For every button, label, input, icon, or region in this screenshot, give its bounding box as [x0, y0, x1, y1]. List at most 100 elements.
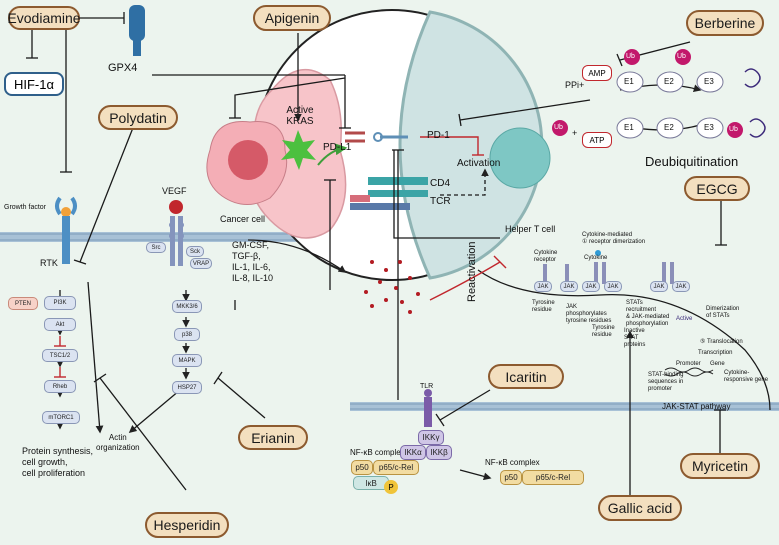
protein-synthesis-label: Protein synthesis, cell growth, cell pro… — [22, 446, 94, 478]
pten-box: PTEN — [8, 297, 38, 310]
mtorc1-box: mTORC1 — [42, 411, 80, 424]
interaction-arrows — [26, 12, 771, 495]
promoter-label: Promoter — [676, 361, 701, 367]
e3-top-label: E3 — [704, 77, 714, 86]
pi3k-box: PI3K — [44, 296, 76, 310]
ub-label-2: Ub — [677, 53, 686, 60]
ubiquitin-icon — [552, 49, 743, 138]
e2-top-label: E2 — [664, 77, 674, 86]
jak-box-6: JAK — [672, 281, 690, 292]
tlr-receptor-icon — [424, 389, 432, 427]
nanoparticle-icon — [364, 260, 420, 314]
nfkb-complex-left-label: NF-κB complex — [350, 448, 405, 457]
erianin-pill: Erianin — [238, 425, 308, 450]
dna-icon — [664, 367, 714, 377]
stat-binding-label: STAT-binding sequences in promoter — [648, 372, 684, 392]
jak-stat-pathway-label: JAK-STAT pathway — [662, 402, 731, 411]
dimerization-label: Dimerization of STATs — [706, 306, 740, 319]
deubiquitinated-protein-icon — [744, 68, 766, 138]
jak-stat-receptor-icon — [543, 262, 674, 284]
ub-label-4: Ub — [729, 126, 738, 133]
berberine-pill: Berberine — [686, 10, 764, 36]
vegf-receptor-icon — [169, 200, 184, 266]
mkk-box: MKK3/6 — [172, 300, 202, 313]
jak-box-1: JAK — [534, 281, 552, 292]
plus-sign: + — [572, 128, 578, 138]
apigenin-pill: Apigenin — [253, 5, 331, 31]
ppi-label: PPi+ — [565, 80, 585, 90]
amp-box: AMP — [582, 65, 612, 81]
jak-box-5: JAK — [650, 281, 668, 292]
helper-t-cell-icon — [489, 127, 551, 189]
active-label: Active — [676, 316, 693, 322]
helper-t-cell-label: Helper T cell — [505, 224, 556, 234]
hif-box: HIF-1α — [4, 72, 64, 96]
jak-box-2: JAK — [560, 281, 578, 292]
evodiamine-pill: Evodiamine — [7, 6, 81, 30]
deubiquitination-label: Deubiquitination — [645, 154, 739, 169]
icaritin-pill: Icaritin — [488, 364, 564, 389]
gpx4-protein-icon — [129, 5, 145, 56]
gallic-acid-pill: Gallic acid — [598, 495, 682, 521]
phosphate-p-badge: P — [384, 480, 398, 494]
hsp27-box: HSP27 — [172, 381, 202, 394]
cd4-label: CD4 — [430, 178, 451, 189]
gene-label: Gene — [710, 361, 725, 367]
reactivation-label: Reactivation — [466, 241, 478, 302]
tlr-label: TLR — [420, 383, 434, 390]
activation-label: Activation — [457, 158, 501, 169]
kras-burst-icon — [281, 130, 316, 170]
active-kras-label: Active KRAS — [286, 105, 314, 127]
cytokines-label: GM-CSF, TGF-β, IL-1, IL-6, IL-8, IL-10 — [232, 240, 274, 283]
cytokine-receptor-label: Cytokine receptor — [534, 250, 558, 263]
pdl1-label: PD-L1 — [323, 142, 352, 153]
tsc-box: TSC1/2 — [42, 349, 78, 362]
e1-top-label: E1 — [624, 77, 634, 86]
bottom-membrane — [350, 402, 779, 411]
stats-recruit-label: STATs recruitment & JAK-mediated phospho… — [626, 300, 670, 327]
ub-label-3: Ub — [554, 124, 563, 131]
pd1-label: PD-1 — [427, 130, 450, 141]
p50-left-box: p50 — [351, 460, 373, 475]
translocation-label: ⑤ Translocation — [700, 339, 743, 345]
src-box: Src — [146, 242, 166, 253]
tyrosine-residue-label: Tyrosine residue — [532, 300, 555, 313]
p38-box: p38 — [174, 328, 200, 341]
jak-box-3: JAK — [582, 281, 600, 292]
inactive-stat-label: Inactive STAT proteins — [624, 328, 646, 348]
cytokine-gene-label: Cytokine- responsive gene — [724, 370, 769, 383]
tcr-label: TCR — [430, 196, 451, 207]
cancer-cell-label: Cancer cell — [220, 214, 266, 224]
ikka-box: IKKα — [400, 445, 426, 460]
myricetin-pill: Myricetin — [680, 453, 760, 479]
cytokine-icon — [595, 250, 601, 256]
receptor-icon — [55, 196, 77, 264]
actin-label: Actin organization — [96, 433, 140, 452]
ub-label-1: Ub — [626, 53, 635, 60]
atp-box: ATP — [582, 132, 612, 148]
pdl1-pd1-receptor-icon — [345, 131, 408, 143]
akt-box: Akt — [44, 318, 76, 331]
ikkg-box: IKKγ — [418, 430, 444, 445]
rtk-label: RTK — [40, 258, 58, 268]
polydatin-pill: Polydatin — [98, 105, 178, 130]
growth-factor-label: Growth factor — [4, 204, 47, 211]
rheb-box: Rheb — [44, 380, 76, 393]
p50-right-box: p50 — [500, 470, 522, 485]
cancer-cell-icon — [206, 121, 288, 205]
red-inhibition-lines — [54, 136, 507, 378]
mapk-box: MAPK — [172, 354, 202, 367]
e1-bottom-label: E1 — [624, 123, 634, 132]
jak-phos-label: JAK phosphorylates tyrosine residues — [566, 304, 612, 324]
p65-right-box: p65/c-Rel — [522, 470, 584, 485]
egcg-pill: EGCG — [684, 176, 750, 201]
cytokine-mediated-label: Cytokine-mediated ① receptor dimerizatio… — [582, 232, 646, 245]
cytokine-label: Cytokine — [584, 255, 608, 261]
transcription-label: Transcription — [698, 350, 733, 356]
hesperidin-pill: Hesperidin — [145, 512, 229, 538]
jak-box-4: JAK — [604, 281, 622, 292]
ikkb-box: IKKβ — [426, 445, 452, 460]
nfkb-complex-right-label: NF-κB complex — [485, 458, 540, 467]
vegf-label: VEGF — [162, 186, 187, 196]
